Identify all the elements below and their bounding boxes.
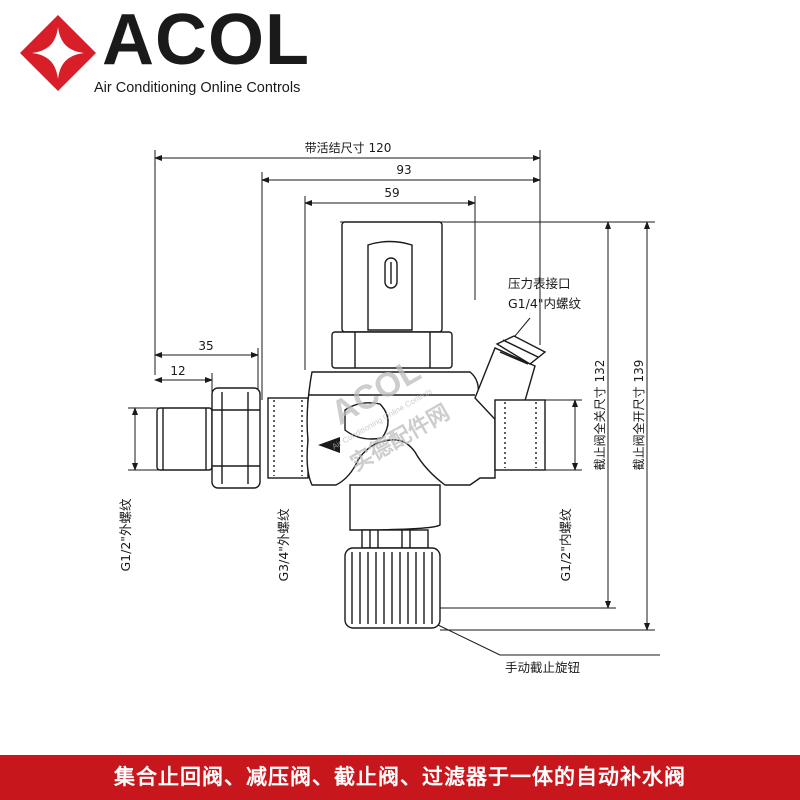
callout-gauge-port: 压力表接口 [508,276,571,291]
dim-cover-width: 59 [384,186,399,200]
dim-union-length: 35 [198,339,213,353]
acol-logo-icon [20,15,96,91]
dim-height-open: 截止阀全开尺寸 139 [631,360,646,471]
dim-body-length: 93 [396,163,411,177]
dim-height-closed: 截止阀全关尺寸 132 [592,360,607,471]
brand-tagline: Air Conditioning Online Controls [94,80,301,96]
callout-outlet-thread: G1/2"内螺纹 [558,508,573,582]
callout-knob: 手动截止旋钮 [505,660,580,675]
knob-knurling [351,552,433,624]
brand-name: ACOL [102,0,310,80]
dim-overall-with-union: 带活结尺寸 120 [305,141,392,155]
callout-inlet-thread: G3/4"外螺纹 [276,508,291,582]
caption-banner: 集合止回阀、减压阀、截止阀、过滤器于一体的自动补水阀 [0,755,800,800]
valve-technical-drawing: ACOL Air Conditioning Online Controls 实德… [118,141,660,675]
callout-union-thread: G1/2"外螺纹 [118,498,133,572]
callout-gauge-port-thread: G1/4"内螺纹 [508,296,582,311]
dim-union-thread-length: 12 [170,364,185,378]
brand-header: ACOL Air Conditioning Online Controls [0,0,800,110]
